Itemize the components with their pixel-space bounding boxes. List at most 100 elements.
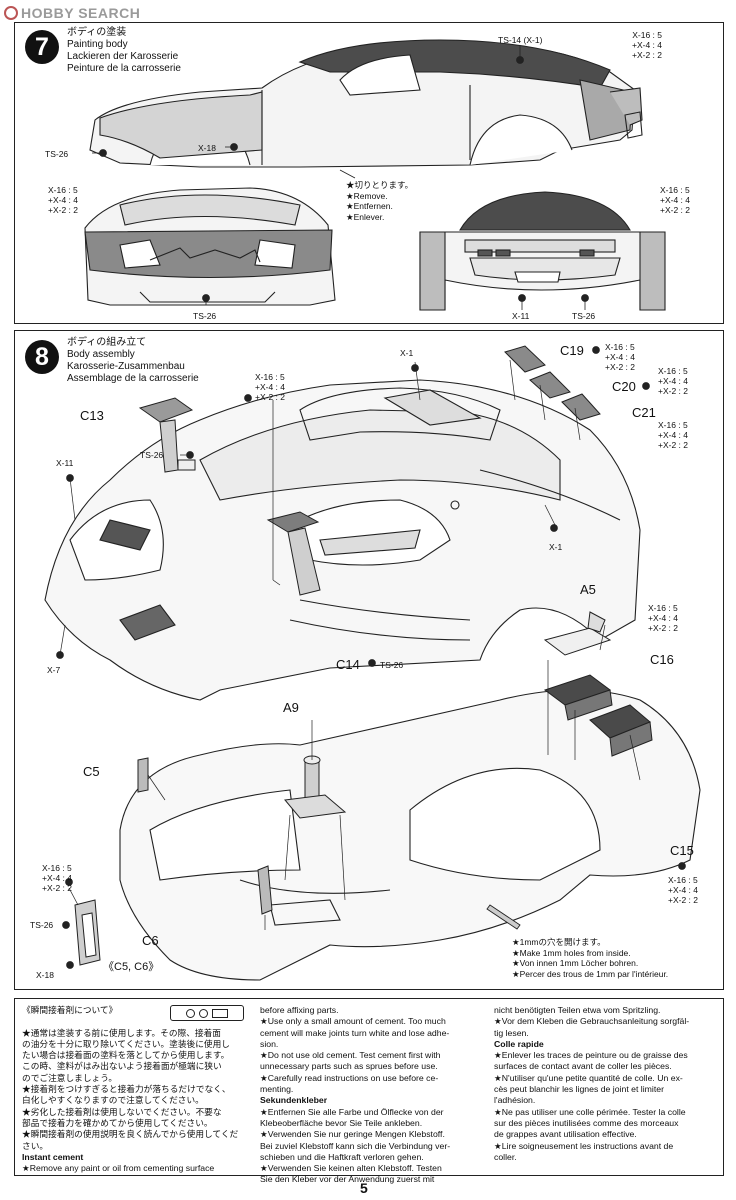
hole-note-line: ★Percer des trous de 1mm par l'intérieur…	[512, 968, 669, 979]
step7-panel	[14, 22, 724, 324]
cement-line: ★Entfernen Sie alle Farbe und Ölflecke v…	[260, 1106, 444, 1117]
cement-line: Instant cement	[22, 1151, 84, 1162]
step7-ts26-rear-label: TS-26	[572, 311, 596, 321]
cement-line: Sekundenkleber	[260, 1095, 328, 1106]
cement-line: schieben und die Haftkraft verloren gehe…	[260, 1151, 424, 1162]
part-c20-label: C20	[612, 379, 636, 394]
mix-line: X-16 : 5	[668, 875, 698, 885]
part-c6-label: C6	[142, 933, 159, 948]
mix-line: +X-4 : 4	[42, 873, 73, 883]
mix-line: +X-2 : 2	[255, 392, 286, 402]
cement-line: Sie den Kleber vor der Anwendung zuerst …	[260, 1174, 435, 1185]
mix-line: +X-4 : 4	[632, 40, 663, 50]
part-c16-label: C16	[650, 652, 674, 667]
mix-line: +X-2 : 2	[660, 205, 691, 215]
cement-line: のでご注意しましょう。	[22, 1072, 118, 1083]
drill-bit-drawing	[486, 904, 521, 930]
parts-c19-c21-drawing	[504, 345, 601, 421]
mix-line: +X-4 : 4	[658, 376, 689, 386]
step7-x18-label: X-18	[198, 143, 216, 153]
cement-column-en-de: before affixing parts.★Use only a small …	[260, 1005, 488, 1186]
mix-c5-label: X-16 : 5 +X-4 : 4 +X-2 : 2	[42, 863, 72, 893]
cement-line: Klebeoberfläche bevor Sie Teile ankleben…	[260, 1117, 423, 1128]
step7-mix-top-label: X-16 : 5 +X-4 : 4 +X-2 : 2	[632, 30, 662, 60]
cement-line: Colle rapide	[494, 1038, 544, 1049]
cement-line: 白化しやすくなりますので注意してください。	[22, 1095, 204, 1106]
cement-line: cès peut blanchir les lignes de joint et…	[494, 1084, 664, 1095]
remove-note-line: ★切りとります。	[346, 180, 414, 190]
step7-title-de: Lackieren der Karosserie	[67, 51, 179, 62]
car-rear-view	[419, 191, 666, 311]
mix-line: X-16 : 5	[660, 185, 690, 195]
cement-line: sur des pièces inutilisées comme des mor…	[494, 1117, 679, 1128]
mix-c15-label: X-16 : 5 +X-4 : 4 +X-2 : 2	[668, 875, 698, 905]
mix-line: +X-2 : 2	[42, 883, 73, 893]
remove-note-line: ★Entfernen.	[346, 201, 393, 211]
mix-a5-label: X-16 : 5 +X-4 : 4 +X-2 : 2	[648, 603, 678, 633]
part-c13-drawing	[138, 397, 196, 473]
cement-line: たい場合は接着面の塗料を落としてから使用します。	[22, 1050, 230, 1061]
ts26-c5-label: TS-26	[30, 920, 54, 930]
step7-remove-note: ★切りとります。 ★Remove. ★Entfernen. ★Enlever.	[346, 180, 413, 222]
cement-line: l'adhésion.	[494, 1095, 536, 1106]
step8-title-en: Body assembly	[67, 349, 135, 360]
cement-line: before affixing parts.	[260, 1005, 339, 1015]
mix-c19-label: X-16 : 5 +X-4 : 4 +X-2 : 2	[605, 342, 635, 372]
part-c15-label: C15	[670, 843, 694, 858]
cement-line: tig lesen.	[494, 1027, 529, 1038]
cement-line: ★Ne pas utiliser une colle périmée. Test…	[494, 1106, 686, 1117]
step7-mix-front-label: X-16 : 5 +X-4 : 4 +X-2 : 2	[48, 185, 78, 215]
part-c5-label: C5	[83, 764, 100, 779]
part-c13-label: C13	[80, 408, 104, 423]
mix-line: +X-4 : 4	[605, 352, 636, 362]
mix-line: X-16 : 5	[48, 185, 78, 195]
mix-line: X-16 : 5	[605, 342, 635, 352]
step7-title-fr: Peinture de la carrosserie	[67, 63, 181, 74]
cement-line: 《瞬間接着剤について》	[22, 1005, 118, 1015]
mix-line: X-16 : 5	[42, 863, 72, 873]
step8-panel	[14, 330, 724, 990]
step7-ts26-side-label: TS-26	[45, 149, 69, 159]
mix-c21-label: X-16 : 5 +X-4 : 4 +X-2 : 2	[658, 420, 688, 450]
logo-icon	[4, 6, 18, 20]
step7-ts14-label: TS-14 (X-1)	[498, 35, 543, 45]
cement-icon-dot	[199, 1008, 208, 1018]
step8-leader-lines	[56, 346, 686, 969]
mix-line: X-16 : 5	[648, 603, 678, 613]
hole-note: ★1mmの穴を開けます。 ★Make 1mm holes from inside…	[512, 937, 668, 979]
cement-column-de-fr: nicht benötigten Teilen etwa vom Spritzl…	[494, 1005, 720, 1163]
cement-line: ★Verwenden Sie keinen alten Klebstoff. T…	[260, 1163, 442, 1174]
cement-line: surfaces de contact avant de coller les …	[494, 1061, 672, 1072]
step8-title-de: Karosserie-Zusammenbau	[67, 361, 185, 372]
cement-line: coller.	[494, 1151, 517, 1162]
mix-line: +X-2 : 2	[648, 623, 679, 633]
step8-title: ボディの組み立て Body assembly Karosserie-Zusamm…	[67, 337, 199, 385]
mix-line: X-16 : 5	[658, 366, 688, 376]
cement-line: ★接着剤をつけすぎると接着力が落ちるだけでなく、	[22, 1084, 231, 1095]
cement-line: ★Lire soigneusement les instructions ava…	[494, 1140, 674, 1151]
cement-line: ★Carefully read instructions on use befo…	[260, 1072, 439, 1083]
body-shell-drawing	[44, 379, 641, 701]
cement-icon-dot	[186, 1008, 195, 1018]
cement-line: unnecessary parts such as sprues before …	[260, 1061, 438, 1072]
x1-right-label: X-1	[549, 542, 563, 552]
ts26-c14-label: TS-26	[380, 660, 404, 670]
part-c19-label: C19	[560, 343, 584, 358]
part-a9-label: A9	[283, 700, 299, 715]
c5c6-ref-label: 《C5, C6》	[103, 961, 160, 973]
step7-mix-rear-label: X-16 : 5 +X-4 : 4 +X-2 : 2	[660, 185, 690, 215]
cement-line: ★Enlever les traces de peinture ou de gr…	[494, 1050, 688, 1061]
mix-c20-label: X-16 : 5 +X-4 : 4 +X-2 : 2	[658, 366, 688, 396]
cement-icon-bar	[212, 1008, 228, 1018]
step7-title-en: Painting body	[67, 39, 128, 50]
mix-line: +X-4 : 4	[48, 195, 79, 205]
cement-line: さい。	[22, 1140, 49, 1151]
watermark-logo: HOBBY SEARCH	[4, 4, 140, 22]
cement-line: この時、塗料がはみ出ないよう接着面が極端に狭い	[22, 1061, 222, 1072]
mix-line: +X-2 : 2	[605, 362, 636, 372]
x11-label: X-11	[56, 458, 74, 468]
part-a5-label: A5	[580, 582, 596, 597]
cement-line: ★N'utiliser qu'une petite quantité de co…	[494, 1072, 683, 1083]
